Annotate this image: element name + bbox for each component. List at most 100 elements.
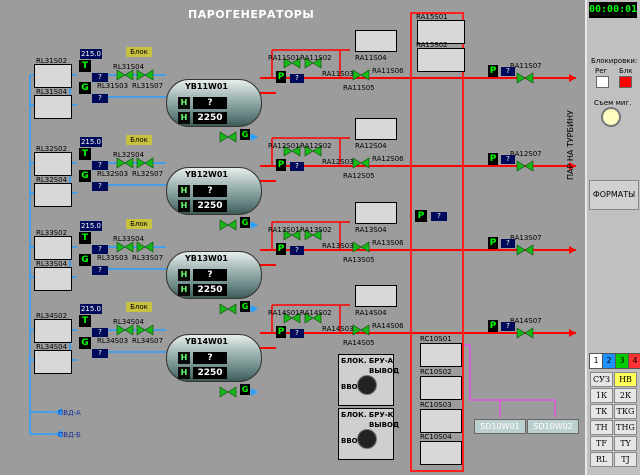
remove-blink-label: Съем миг. (594, 99, 632, 107)
valve-icon[interactable] (352, 241, 370, 253)
blk-indicator[interactable] (619, 76, 632, 88)
flow-g-icon: G (240, 384, 250, 395)
valve-icon[interactable] (283, 57, 301, 69)
valve-icon[interactable] (136, 69, 154, 81)
collector-valve-ra15s01[interactable] (417, 20, 465, 44)
rl-valve-box[interactable] (34, 267, 72, 291)
rl-valve-box[interactable] (34, 350, 72, 374)
level-h-icon: H (178, 112, 190, 124)
tank-name: YB13W01 (185, 254, 228, 263)
valve-icon[interactable] (516, 160, 534, 172)
valve-icon[interactable] (116, 324, 134, 336)
rl-valve-box[interactable] (34, 236, 72, 260)
format-button-тj[interactable]: ТJ (614, 452, 637, 467)
tank-name: YB12W01 (185, 170, 228, 179)
format-button-тк[interactable]: ТК (590, 404, 613, 419)
rl-label: RL34S02 (36, 312, 68, 320)
valve-icon[interactable] (136, 324, 154, 336)
bru-a-block[interactable]: БЛОК. БРУ-А ВЫВОД ВВОД (338, 354, 399, 406)
format-button-тy[interactable]: ТY (614, 436, 637, 451)
rl-label: RL33S04 (113, 235, 145, 243)
rl-label: RL34S04 (113, 318, 145, 326)
valve-icon[interactable] (219, 219, 237, 231)
water-arrow-icon (55, 408, 62, 416)
valve-icon[interactable] (304, 312, 322, 324)
valve-icon[interactable] (116, 69, 134, 81)
sd10w01-button[interactable]: SD10W01 (474, 419, 526, 434)
valve-icon[interactable] (116, 157, 134, 169)
formats-button[interactable]: ФОРМАТЫ (589, 180, 639, 210)
rl-valve-box[interactable] (34, 183, 72, 207)
format-button-тнg[interactable]: ТНG (614, 420, 637, 435)
tab-4[interactable]: 4 (628, 353, 640, 369)
format-button-тн[interactable]: ТН (590, 420, 613, 435)
format-button-2к[interactable]: 2К (614, 388, 637, 403)
format-button-rl[interactable]: RL (590, 452, 613, 467)
bru-a-switch-knob[interactable] (357, 375, 377, 395)
tab-1[interactable]: 1 (589, 353, 603, 369)
valve-icon[interactable] (304, 229, 322, 241)
temperature-t-icon: T (79, 148, 91, 160)
rl-label: RL33S07 (132, 254, 164, 262)
pressure-p-icon: P (488, 320, 498, 332)
valve-icon[interactable] (116, 241, 134, 253)
sd10w02-button[interactable]: SD10W02 (527, 419, 579, 434)
remove-blink-button[interactable] (601, 107, 621, 127)
ra-valve-box[interactable] (355, 118, 397, 140)
blok-button[interactable]: Блок (126, 219, 152, 229)
level-value: ? (193, 97, 227, 109)
valve-icon[interactable] (219, 386, 237, 398)
format-button-суз[interactable]: СУЗ (590, 372, 613, 387)
ra-valve-box[interactable] (355, 202, 397, 224)
blok-button[interactable]: Блок (126, 47, 152, 57)
valve-icon[interactable] (304, 57, 322, 69)
bru-a-input: ВВОД (341, 383, 364, 391)
collector-valve-label: RA15S01 (416, 13, 448, 21)
valve-icon[interactable] (516, 327, 534, 339)
collector-valve-rc10s01[interactable] (420, 343, 462, 367)
valve-icon[interactable] (283, 145, 301, 157)
clock: 00:00:01 (589, 2, 637, 18)
ra-label: RA13S02 (300, 226, 332, 234)
ra-valve-box[interactable] (355, 30, 397, 52)
valve-icon[interactable] (219, 131, 237, 143)
level-value: ? (92, 266, 108, 275)
valve-icon[interactable] (219, 303, 237, 315)
format-button-нв[interactable]: НВ (614, 372, 637, 387)
reg-indicator[interactable] (596, 76, 609, 88)
rl-valve-box[interactable] (34, 95, 72, 119)
collector-valve-ra15s02[interactable] (417, 48, 465, 72)
format-button-тf[interactable]: ТF (590, 436, 613, 451)
rl-valve-box[interactable] (34, 152, 72, 176)
ra-label: RA14S04 (355, 309, 387, 317)
valve-icon[interactable] (136, 157, 154, 169)
ra-valve-box[interactable] (355, 285, 397, 307)
bru-k-switch-knob[interactable] (357, 429, 377, 449)
valve-icon[interactable] (283, 229, 301, 241)
ra-label: RA14S02 (300, 309, 332, 317)
valve-icon[interactable] (516, 72, 534, 84)
valve-icon[interactable] (304, 145, 322, 157)
bru-k-block[interactable]: БЛОК. БРУ-К ВЫВОД ВВОД (338, 408, 399, 460)
collector-valve-rc10s02[interactable] (420, 376, 462, 400)
rl-valve-box[interactable] (34, 64, 72, 88)
valve-icon[interactable] (516, 244, 534, 256)
blok-button[interactable]: Блок (126, 302, 152, 312)
tab-2[interactable]: 2 (602, 353, 616, 369)
ra-label: RA11S04 (355, 54, 387, 62)
collector-valve-rc10s04[interactable] (420, 441, 462, 465)
pressure-value: 215.0 (80, 137, 102, 147)
valve-icon[interactable] (352, 69, 370, 81)
ra-label: RA13S03 (322, 242, 354, 250)
tab-3[interactable]: 3 (615, 353, 629, 369)
collector-valve-rc10s03[interactable] (420, 409, 462, 433)
ra-label: RA12S06 (372, 155, 404, 163)
format-button-ткg[interactable]: ТКG (614, 404, 637, 419)
valve-icon[interactable] (352, 324, 370, 336)
blok-button[interactable]: Блок (126, 135, 152, 145)
valve-icon[interactable] (283, 312, 301, 324)
valve-icon[interactable] (352, 157, 370, 169)
valve-icon[interactable] (136, 241, 154, 253)
format-button-1к[interactable]: 1К (590, 388, 613, 403)
rl-valve-box[interactable] (34, 319, 72, 343)
